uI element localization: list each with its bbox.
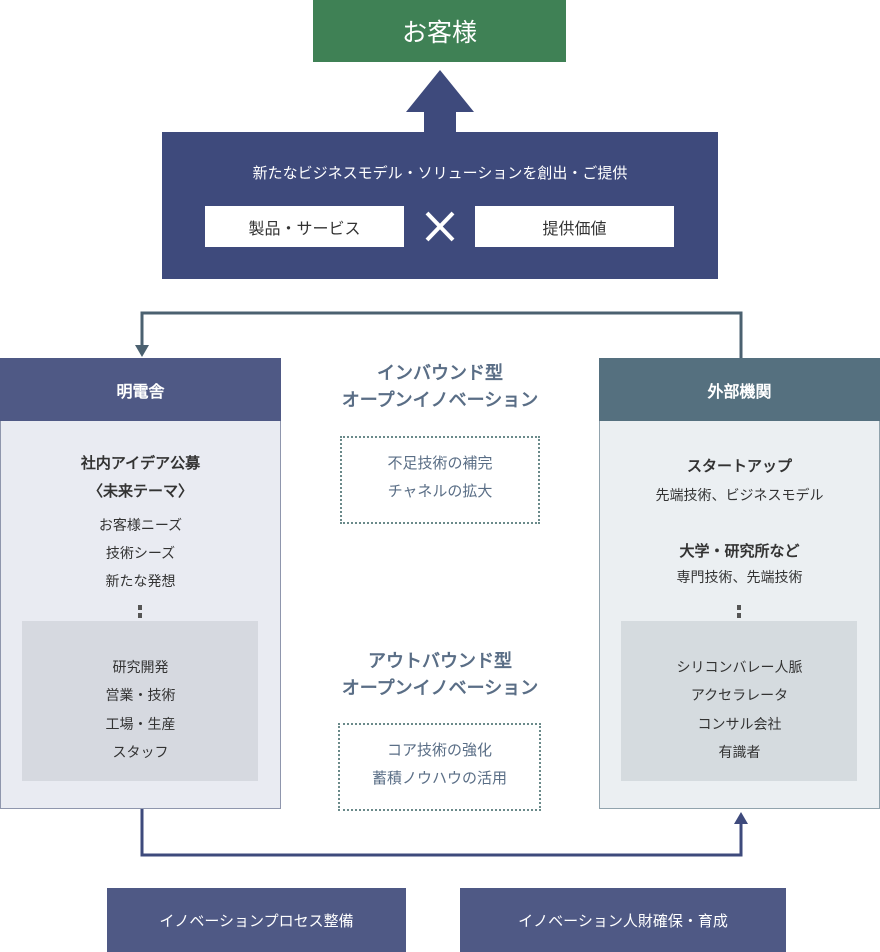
network-panel	[621, 621, 857, 781]
inbound-benefits-box: 不足技術の補完 チャネルの拡大	[340, 436, 540, 524]
outbound-arrowhead	[734, 812, 748, 824]
value-creation-title: 新たなビジネスモデル・ソリューションを創出・ご提供	[252, 164, 628, 182]
innovation-process-box: イノベーションプロセス整備	[107, 888, 406, 952]
department-item: 工場・生産	[105, 717, 176, 733]
innovation-talent-box: イノベーション人財確保・育成	[460, 888, 786, 952]
outbound-benefit: コア技術の強化	[386, 741, 492, 759]
idea-title-line1: 社内アイデア公募	[80, 454, 201, 472]
network-item: 有識者	[718, 745, 761, 761]
idea-title-line2: 〈未来テーマ〉	[87, 482, 193, 500]
source-item: お客様ニーズ	[98, 518, 183, 534]
university-description: 専門技術、先端技術	[676, 570, 803, 586]
outbound-benefits-box: コア技術の強化 蓄積ノウハウの活用	[338, 723, 541, 811]
multiply-icon	[420, 206, 460, 247]
meidensha-header: 明電舎	[0, 358, 281, 421]
network-item: アクセラレータ	[690, 688, 789, 704]
department-item: 営業・技術	[105, 688, 176, 704]
up-arrow-to-customer	[406, 70, 474, 133]
inbound-benefit: 不足技術の補完	[387, 454, 493, 472]
outbound-connector	[140, 809, 743, 857]
customer-box: お客様	[313, 0, 566, 62]
department-item: 研究開発	[112, 660, 169, 676]
department-panel	[22, 621, 258, 781]
outbound-benefit: 蓄積ノウハウの活用	[371, 769, 507, 787]
outbound-title-line2: オープンイノベーション	[341, 678, 539, 699]
network-item: コンサル会社	[697, 717, 782, 733]
startup-description: 先端技術、ビジネスモデル	[655, 488, 824, 504]
value-creation-panel	[162, 132, 718, 279]
external-organizations-header: 外部機関	[599, 358, 880, 421]
source-item: 技術シーズ	[105, 546, 176, 562]
inbound-connector	[140, 311, 743, 358]
startup-title: スタートアップ	[686, 457, 792, 475]
inbound-benefit: チャネルの拡大	[387, 482, 493, 500]
provided-value-box: 提供価値	[475, 206, 674, 247]
outbound-title-line1: アウトバウンド型	[368, 651, 512, 672]
products-services-box: 製品・サービス	[205, 206, 404, 247]
inbound-arrowhead	[135, 345, 149, 357]
network-item: シリコンバレー人脈	[676, 660, 803, 676]
source-item: 新たな発想	[105, 574, 176, 590]
department-item: スタッフ	[112, 745, 169, 761]
university-title: 大学・研究所など	[679, 542, 800, 560]
inbound-title-line2: オープンイノベーション	[341, 390, 539, 411]
inbound-title-line1: インバウンド型	[377, 363, 503, 384]
